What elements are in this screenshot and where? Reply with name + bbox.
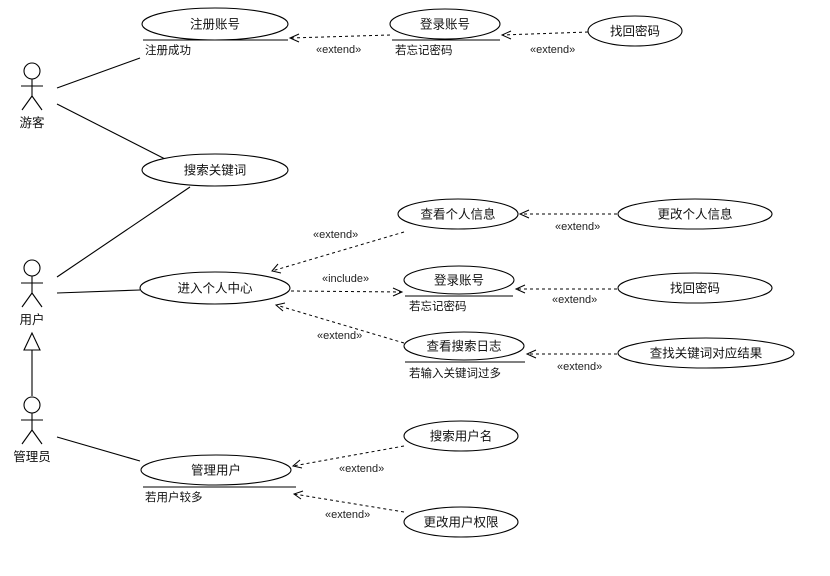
include-center-login: «include» bbox=[290, 273, 404, 297]
usecase-recover-mid[interactable]: 找回密码 bbox=[617, 272, 773, 304]
usecase-login-mid[interactable]: 登录账号 若忘记密码 bbox=[403, 265, 515, 313]
assoc-tourist-register bbox=[56, 57, 141, 89]
usecase-view-info-label: 查看个人信息 bbox=[420, 207, 495, 222]
usecase-manage-users-label: 管理用户 bbox=[191, 463, 241, 478]
usecase-register[interactable]: 注册账号 注册成功 bbox=[141, 7, 289, 57]
extend-view-info-center: «extend» bbox=[271, 229, 405, 274]
usecase-login-mid-label: 登录账号 bbox=[434, 273, 484, 288]
actor-admin-label: 管理员 bbox=[13, 449, 51, 464]
usecase-view-info[interactable]: 查看个人信息 bbox=[397, 198, 519, 230]
usecase-manage-users[interactable]: 管理用户 若用户较多 bbox=[140, 454, 296, 504]
extend-search-username-manage: «extend» bbox=[291, 445, 405, 475]
usecase-search-keyword-label: 搜索关键词 bbox=[184, 163, 247, 178]
usecase-recover-mid-label: 找回密码 bbox=[670, 281, 720, 296]
extend-label: «extend» bbox=[317, 330, 362, 342]
include-label: «include» bbox=[322, 273, 369, 285]
usecase-login-top-label: 登录账号 bbox=[420, 17, 470, 32]
assoc-tourist-search bbox=[56, 103, 168, 161]
assoc-admin-manage bbox=[56, 436, 141, 462]
actor-user[interactable]: 用户 bbox=[19, 259, 45, 327]
extend-login-register: «extend» bbox=[288, 33, 391, 56]
usecase-login-top[interactable]: 登录账号 若忘记密码 bbox=[389, 8, 501, 57]
actor-admin[interactable]: 管理员 bbox=[13, 396, 51, 464]
usecase-register-label: 注册账号 bbox=[190, 17, 240, 32]
usecase-edit-permission-label: 更改用户权限 bbox=[423, 515, 499, 530]
usecase-find-results-label: 查找关键词对应结果 bbox=[650, 346, 763, 361]
extend-label: «extend» bbox=[530, 44, 575, 56]
usecase-search-username[interactable]: 搜索用户名 bbox=[403, 420, 519, 452]
extend-find-results-log: «extend» bbox=[525, 349, 617, 373]
extend-label: «extend» bbox=[325, 509, 370, 521]
actor-tourist[interactable]: 游客 bbox=[19, 62, 45, 130]
usecase-view-log[interactable]: 查看搜索日志 若输入关键词过多 bbox=[403, 331, 525, 380]
usecase-edit-info-label: 更改个人信息 bbox=[657, 207, 732, 222]
extend-label: «extend» bbox=[313, 229, 358, 241]
extend-label: «extend» bbox=[555, 221, 600, 233]
extend-recover-login-top: «extend» bbox=[500, 30, 589, 56]
condition-register: 注册成功 bbox=[145, 43, 191, 57]
usecase-personal-center[interactable]: 进入个人中心 bbox=[139, 271, 291, 305]
condition-manage-users: 若用户较多 bbox=[145, 490, 203, 504]
extend-recover-login-mid: «extend» bbox=[514, 284, 617, 306]
extend-label: «extend» bbox=[339, 463, 384, 475]
actor-tourist-label: 游客 bbox=[19, 115, 45, 130]
extend-label: «extend» bbox=[552, 294, 597, 306]
usecase-find-results[interactable]: 查找关键词对应结果 bbox=[617, 337, 795, 369]
usecase-recover-top-label: 找回密码 bbox=[610, 24, 660, 39]
extend-label: «extend» bbox=[557, 361, 602, 373]
extend-edit-info-view: «extend» bbox=[518, 209, 617, 233]
usecase-edit-permission[interactable]: 更改用户权限 bbox=[403, 506, 519, 538]
usecase-search-username-label: 搜索用户名 bbox=[430, 429, 493, 444]
usecase-recover-top[interactable]: 找回密码 bbox=[587, 15, 683, 47]
condition-login-top: 若忘记密码 bbox=[395, 43, 453, 57]
extend-edit-permission-manage: «extend» bbox=[292, 490, 405, 521]
usecase-edit-info[interactable]: 更改个人信息 bbox=[617, 198, 773, 230]
extend-label: «extend» bbox=[316, 44, 361, 56]
assoc-user-center bbox=[56, 289, 141, 294]
usecase-view-log-label: 查看搜索日志 bbox=[426, 339, 501, 354]
condition-view-log: 若输入关键词过多 bbox=[409, 366, 501, 380]
usecase-search-keyword[interactable]: 搜索关键词 bbox=[141, 153, 289, 187]
actor-user-label: 用户 bbox=[19, 312, 44, 327]
condition-login-mid: 若忘记密码 bbox=[409, 299, 467, 313]
extend-view-log-center: «extend» bbox=[274, 302, 405, 344]
assoc-user-search bbox=[56, 186, 191, 278]
generalization-admin-user bbox=[23, 331, 41, 396]
usecase-personal-center-label: 进入个人中心 bbox=[177, 281, 253, 296]
